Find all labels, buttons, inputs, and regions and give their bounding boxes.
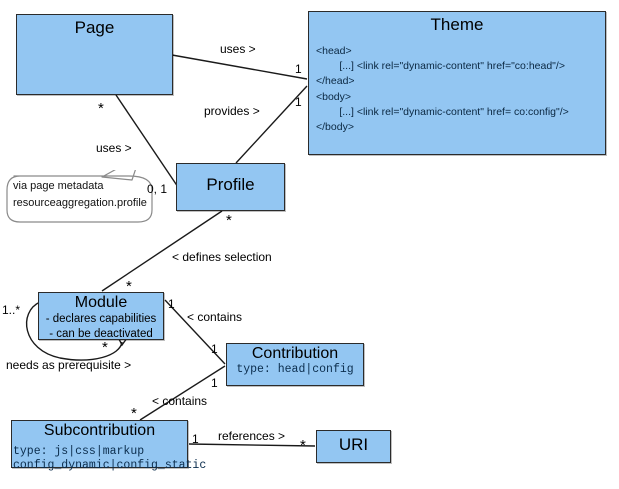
mult-module-right-one: 1 bbox=[168, 297, 175, 311]
mult-subcontribution-right-one: 1 bbox=[192, 432, 199, 446]
box-profile[interactable]: Profile bbox=[176, 163, 285, 211]
box-contribution[interactable]: Contribution type: head|config bbox=[226, 343, 364, 386]
mult-theme-from-profile: 1 bbox=[295, 95, 302, 109]
mult-module-bottom-star: * bbox=[102, 339, 108, 356]
mult-module-left: 1..* bbox=[2, 303, 21, 317]
box-subcontribution-code: type: js|css|markup config_dynamic|confi… bbox=[13, 445, 207, 472]
callout-line-2: resourceaggregation.profile bbox=[13, 197, 147, 209]
box-contribution-code: type: head|config bbox=[236, 363, 354, 377]
label-subcontribution-contains: < contains bbox=[152, 394, 208, 408]
box-module-attributes: - declares capabilities - can be deactiv… bbox=[45, 313, 157, 340]
box-subcontribution-title: Subcontribution bbox=[43, 422, 156, 439]
label-profile-provides-theme: provides > bbox=[204, 104, 260, 118]
mult-profile-zero-one: 0, 1 bbox=[147, 182, 168, 196]
label-page-uses-profile: uses > bbox=[96, 141, 132, 155]
label-module-needs-prerequisite: needs as prerequisite > bbox=[6, 358, 132, 372]
mult-module-top-star: * bbox=[126, 278, 132, 295]
box-contribution-title: Contribution bbox=[251, 345, 339, 362]
box-theme-title: Theme bbox=[430, 15, 484, 34]
box-page-title: Page bbox=[74, 18, 115, 37]
box-subcontribution[interactable]: Subcontribution type: js|css|markup conf… bbox=[11, 420, 206, 472]
box-module[interactable]: Module - declares capabilities - can be … bbox=[38, 292, 164, 340]
edge-page-uses-theme bbox=[171, 54, 308, 80]
label-page-uses-theme: uses > bbox=[220, 42, 256, 56]
box-theme[interactable]: Theme <head> [...] <link rel="dynamic-co… bbox=[308, 11, 606, 155]
mult-contribution-bottom-one: 1 bbox=[211, 376, 218, 390]
label-module-contains-contribution: < contains bbox=[187, 310, 243, 324]
mult-profile-bottom-star: * bbox=[226, 212, 232, 229]
edge-subcontribution-references-uri bbox=[188, 443, 316, 447]
mult-subcontribution-top-star: * bbox=[131, 405, 137, 422]
box-theme-code: <head> [...] <link rel="dynamic-content"… bbox=[316, 45, 569, 134]
mult-contribution-top-one: 1 bbox=[211, 342, 218, 356]
box-uri[interactable]: URI bbox=[316, 430, 391, 463]
edge-subcontribution-contains bbox=[139, 365, 226, 421]
mult-uri-left-star: * bbox=[300, 437, 306, 454]
mult-theme-from-page: 1 bbox=[295, 62, 302, 76]
mult-page-to-profile-star: * bbox=[98, 100, 104, 117]
label-profile-defines-selection: < defines selection bbox=[172, 250, 272, 264]
callout-line-1: via page metadata bbox=[13, 180, 104, 192]
label-subcontribution-references-uri: references > bbox=[218, 429, 286, 443]
box-profile-title: Profile bbox=[206, 175, 255, 194]
callout-page-metadata: via page metadata resourceaggregation.pr… bbox=[4, 155, 153, 223]
box-uri-title: URI bbox=[338, 435, 369, 454]
box-module-title: Module bbox=[74, 294, 128, 311]
box-page[interactable]: Page bbox=[16, 14, 173, 95]
